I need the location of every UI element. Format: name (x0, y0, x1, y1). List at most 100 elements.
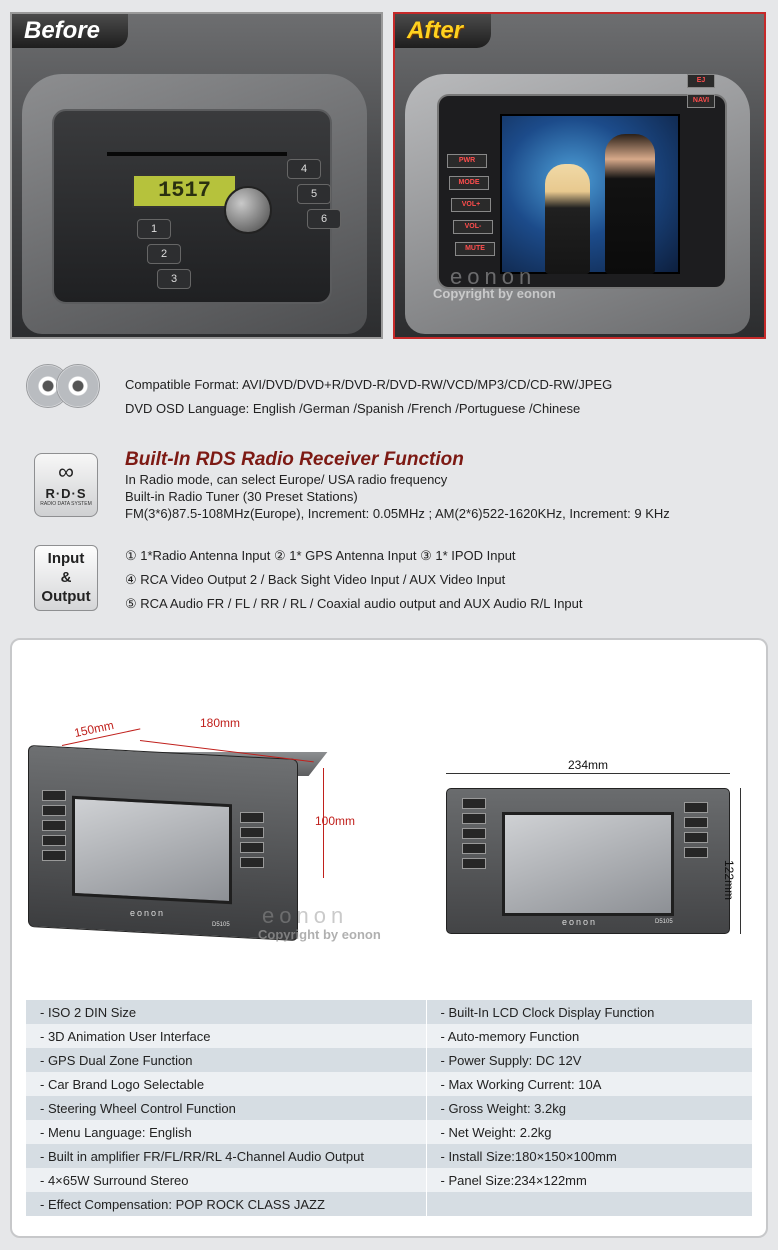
table-row: - 4×65W Surround Stereo- Panel Size:234×… (26, 1168, 752, 1192)
spec-cell: - Power Supply: DC 12V (426, 1048, 752, 1072)
rds-title: Built-In RDS Radio Receiver Function (125, 449, 464, 470)
radio-lcd: 1517 (132, 174, 237, 208)
spec-table: - ISO 2 DIN Size- Built-In LCD Clock Dis… (26, 1000, 752, 1216)
spec-cell: - Effect Compensation: POP ROCK CLASS JA… (26, 1192, 427, 1216)
spec-cell: - 4×65W Surround Stereo (26, 1168, 427, 1192)
rds-badge-text: R·D·S (45, 486, 87, 501)
mode-button-image: MODE (449, 176, 489, 190)
spec-cell: - Menu Language: English (26, 1120, 427, 1144)
table-row: - Built in amplifier FR/FL/RR/RL 4-Chann… (26, 1144, 752, 1168)
width-dimension-label: 180mm (200, 716, 241, 730)
mini-button-image (42, 805, 66, 816)
height-dimension-line (323, 768, 324, 878)
spec-cell: - Gross Weight: 3.2kg (426, 1096, 752, 1120)
preset-button: 6 (307, 209, 341, 229)
spec-cell: - Built in amplifier FR/FL/RR/RL 4-Chann… (26, 1144, 427, 1168)
preset-button: 5 (297, 184, 331, 204)
io-badge-line: Input (47, 550, 85, 567)
mini-button-image (42, 790, 66, 801)
mini-button-image (42, 835, 66, 846)
spec-cell: - Car Brand Logo Selectable (26, 1072, 427, 1096)
rds-line: FM(3*6)87.5-108MHz(Europe), Increment: 0… (125, 506, 670, 521)
preset-button: 1 (137, 219, 171, 239)
mini-button-image (684, 817, 708, 828)
io-badge-line: & (60, 569, 72, 586)
spec-cell: - Auto-memory Function (426, 1024, 752, 1048)
panel-width-dimension-label: 234mm (568, 758, 609, 772)
mini-button-image (240, 827, 264, 838)
mute-button-image: MUTE (455, 242, 495, 256)
mini-button-image (240, 857, 264, 868)
rds-badge-subtext: RADIO DATA SYSTEM (40, 501, 92, 507)
input-output-badge: Input & Output (34, 545, 98, 611)
mini-button-image (462, 858, 486, 869)
table-row: - Car Brand Logo Selectable- Max Working… (26, 1072, 752, 1096)
unit-brand-text: eonon (562, 917, 598, 927)
io-badge-line: Output (41, 588, 91, 605)
mini-button-image (42, 850, 66, 861)
mini-button-image (462, 813, 486, 824)
table-row: - ISO 2 DIN Size- Built-In LCD Clock Dis… (26, 1000, 752, 1024)
watermark-text: Copyright by eonon (433, 286, 556, 301)
after-panel: After PWR MODE VOL+ VOL- MUTE EJ NAVI eo… (393, 12, 766, 339)
unit-model-text: D5105 (655, 919, 673, 925)
singer-figure (545, 164, 590, 274)
rds-line: In Radio mode, can select Europe/ USA ra… (125, 472, 448, 487)
unit-brand-text: eonon (130, 908, 166, 918)
disc-icon (26, 352, 100, 416)
io-line: ① 1*Radio Antenna Input ② 1* GPS Antenna… (125, 548, 516, 563)
mini-button-image (240, 812, 264, 823)
mini-button-image (462, 798, 486, 809)
table-row: - Effect Compensation: POP ROCK CLASS JA… (26, 1192, 752, 1216)
preset-button: 4 (287, 159, 321, 179)
watermark-logo: eonon (262, 903, 349, 928)
mini-button-image (684, 847, 708, 858)
height-dimension-label: 100mm (315, 814, 356, 828)
before-panel: Before 1517 1 2 3 4 5 6 (10, 12, 383, 339)
panel-height-dimension-label: 122mm (722, 860, 736, 901)
volume-knob (224, 186, 272, 234)
singer-figure (605, 134, 655, 274)
before-label: Before (12, 14, 129, 48)
vol-up-button-image: VOL+ (451, 198, 491, 212)
vol-down-button-image: VOL- (453, 220, 493, 234)
mini-button-image (462, 843, 486, 854)
table-row: - GPS Dual Zone Function- Power Supply: … (26, 1048, 752, 1072)
panel-height-dimension-line (740, 788, 741, 934)
spec-cell: - Built-In LCD Clock Display Function (426, 1000, 752, 1024)
rds-line: Built-in Radio Tuner (30 Preset Stations… (125, 489, 358, 504)
mini-button-image (684, 832, 708, 843)
watermark-text: Copyright by eonon (258, 927, 381, 942)
spec-cell: - 3D Animation User Interface (26, 1024, 427, 1048)
after-label: After (395, 14, 492, 48)
spec-cell (426, 1192, 752, 1216)
pwr-button-image: PWR (447, 154, 487, 168)
mini-button-image (42, 820, 66, 831)
spec-cell: - ISO 2 DIN Size (26, 1000, 427, 1024)
navi-button-image: NAVI (687, 94, 715, 108)
osd-language-text: DVD OSD Language: English /German /Spani… (125, 401, 581, 416)
mini-button-image (684, 802, 708, 813)
table-row: - 3D Animation User Interface- Auto-memo… (26, 1024, 752, 1048)
spec-cell: - Panel Size:234×122mm (426, 1168, 752, 1192)
io-line: ⑤ RCA Audio FR / FL / RR / RL / Coaxial … (125, 596, 583, 611)
unit-screen-image (72, 795, 232, 905)
table-row: - Steering Wheel Control Function- Gross… (26, 1096, 752, 1120)
preset-button: 3 (157, 269, 191, 289)
table-row: - Menu Language: English- Net Weight: 2.… (26, 1120, 752, 1144)
unit-model-text: D5105 (212, 922, 230, 928)
spec-cell: - Install Size:180×150×100mm (426, 1144, 752, 1168)
panel-width-dimension-line (446, 773, 730, 774)
mini-button-image (240, 842, 264, 853)
spec-cell: - GPS Dual Zone Function (26, 1048, 427, 1072)
spec-cell: - Net Weight: 2.2kg (426, 1120, 752, 1144)
cd-slot (107, 152, 287, 156)
eject-button-image: EJ (687, 74, 715, 88)
unit-screen-image (502, 812, 674, 916)
mini-button-image (462, 828, 486, 839)
compatible-format-text: Compatible Format: AVI/DVD/DVD+R/DVD-R/D… (125, 377, 613, 392)
watermark-logo: eonon (450, 264, 537, 289)
spec-cell: - Max Working Current: 10A (426, 1072, 752, 1096)
io-line: ④ RCA Video Output 2 / Back Sight Video … (125, 572, 506, 587)
rds-logo-icon: ∞ R·D·S RADIO DATA SYSTEM (34, 453, 98, 517)
